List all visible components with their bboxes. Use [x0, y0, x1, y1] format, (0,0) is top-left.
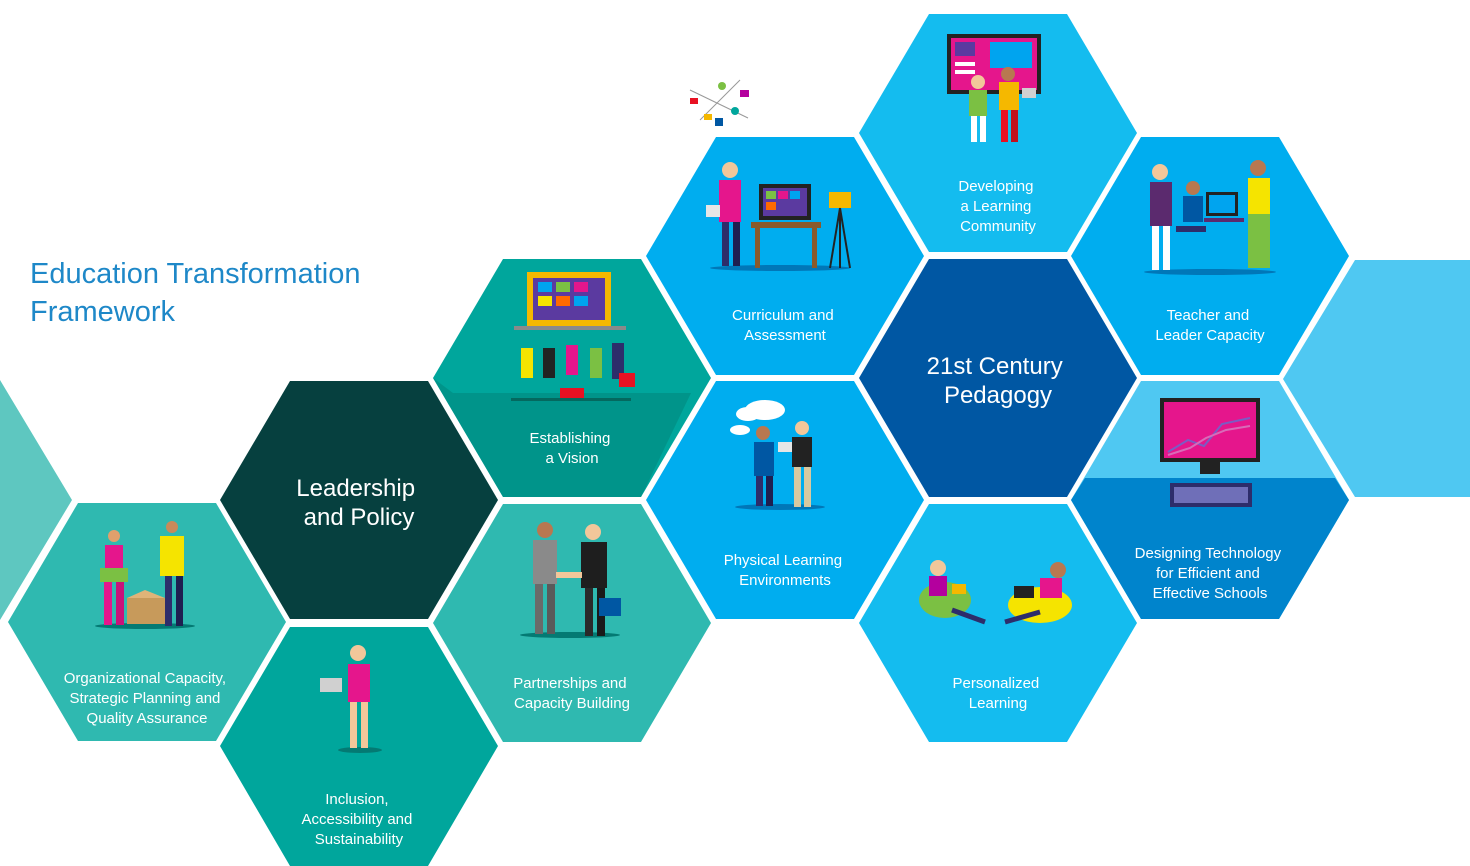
- hex-curriculum[interactable]: Curriculum and Assessment: [646, 79, 924, 375]
- people-unboxing-laptop-icon: [95, 521, 195, 629]
- hex-pedagogy[interactable]: 21st Century Pedagogy: [859, 259, 1137, 497]
- hex-label-establishing-vision: Establishing a Vision: [529, 430, 614, 467]
- title-line-2: Framework: [30, 296, 176, 328]
- presenter-with-camera-icon: [689, 79, 851, 271]
- students-at-screen-icon: [947, 34, 1041, 142]
- hex-label-pedagogy: 21st Century Pedagogy: [927, 353, 1070, 409]
- hex-label-learning-community: Developing a Learning Community: [958, 178, 1037, 235]
- hex-label-leadership-policy: Leadership and Policy: [296, 475, 421, 531]
- handshake-icon: [520, 522, 621, 638]
- hex-shape: [220, 627, 498, 866]
- hex-label-curriculum: Curriculum and Assessment: [732, 307, 838, 344]
- hex-learning-community[interactable]: Developing a Learning Community: [859, 14, 1137, 252]
- hex-org-capacity[interactable]: Organizational Capacity, Strategic Plann…: [8, 503, 286, 741]
- hex-technology[interactable]: Designing Technology for Efficient and E…: [1071, 381, 1349, 619]
- hex-label-teacher-capacity: Teacher and Leader Capacity: [1155, 307, 1265, 344]
- page-title: Education Transformation Framework: [30, 255, 360, 331]
- hex-shape: [859, 14, 1137, 252]
- hex-teacher-capacity[interactable]: Teacher and Leader Capacity: [1071, 137, 1349, 375]
- hex-shape: [1071, 137, 1349, 375]
- hex-shape: [646, 137, 924, 375]
- hex-shape: [433, 504, 711, 742]
- hex-shape: [220, 381, 498, 619]
- side-hex-right: [1283, 260, 1470, 497]
- hex-personalized[interactable]: Personalized Learning: [859, 504, 1137, 742]
- hex-label-technology: Designing Technology for Efficient and E…: [1135, 545, 1286, 602]
- hex-label-inclusion: Inclusion, Accessibility and Sustainabil…: [301, 791, 416, 848]
- students-with-cloud-icon: [730, 400, 825, 510]
- hex-inclusion[interactable]: Inclusion, Accessibility and Sustainabil…: [220, 627, 498, 866]
- hex-shape: [859, 259, 1137, 497]
- hex-establishing-vision[interactable]: Establishing a Vision: [433, 259, 711, 497]
- hex-label-personalized: Personalized Learning: [953, 675, 1044, 712]
- person-with-laptop-icon: [320, 645, 382, 753]
- hex-shape: [859, 504, 1137, 742]
- hex-leadership-policy[interactable]: Leadership and Policy: [220, 381, 498, 619]
- title-line-1: Education Transformation: [30, 258, 361, 290]
- side-hex-left: [0, 380, 72, 620]
- hex-shape: [646, 381, 924, 619]
- people-holding-board-icon: [511, 272, 635, 401]
- computer-chart-icon: [1160, 398, 1260, 507]
- hex-label-physical-learning: Physical Learning Environments: [724, 552, 847, 589]
- hex-label-org-capacity: Organizational Capacity, Strategic Plann…: [64, 670, 230, 727]
- teachers-at-computer-icon: [1144, 160, 1276, 275]
- hex-physical-learning[interactable]: Physical Learning Environments: [646, 381, 924, 619]
- hex-label-partnerships: Partnerships and Capacity Building: [513, 675, 631, 712]
- students-on-beanbags-icon: [919, 560, 1072, 625]
- hex-partnerships[interactable]: Partnerships and Capacity Building: [433, 504, 711, 742]
- floating-apps-icon: [689, 79, 749, 126]
